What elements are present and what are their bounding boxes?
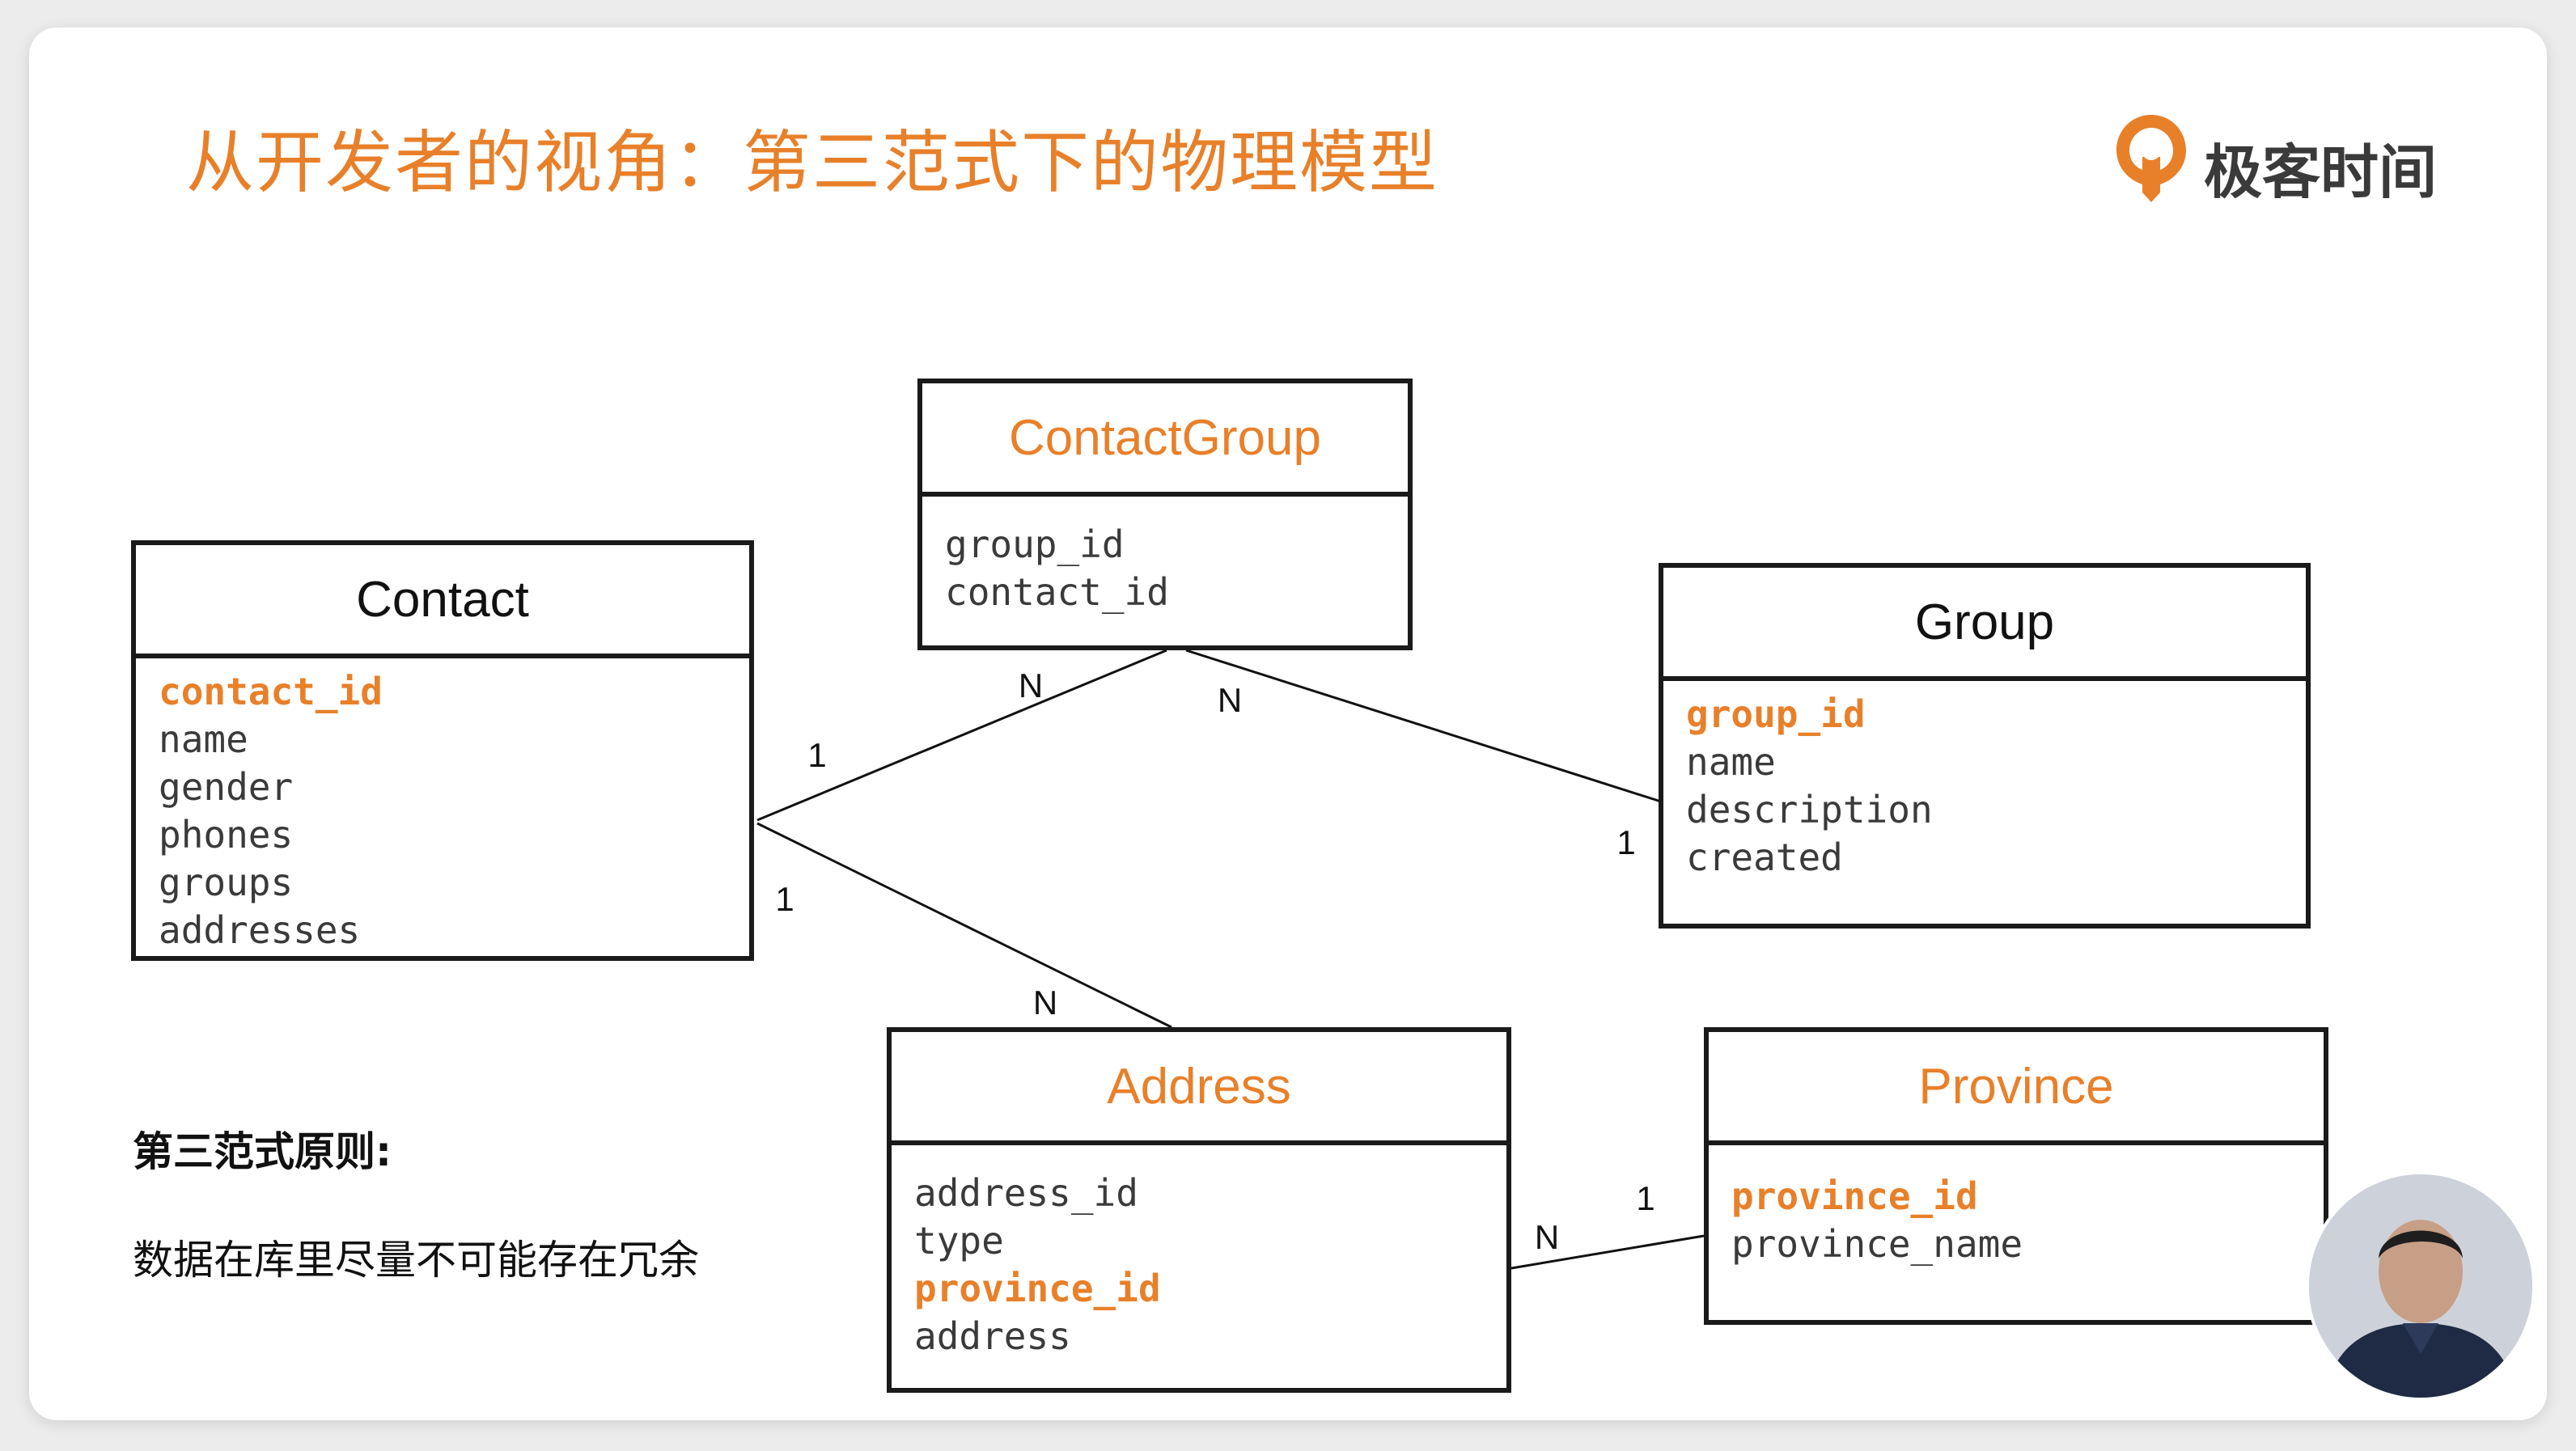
- geektime-logo-icon: [2116, 115, 2186, 202]
- field-address-id: address_id: [914, 1171, 1138, 1215]
- field-province-name: province_name: [1731, 1222, 2023, 1266]
- cardinality-contact-address-n: N: [1032, 984, 1058, 1022]
- entity-group: Group group_id name description created: [1659, 563, 2311, 929]
- relation-lines: [756, 649, 1705, 1270]
- field-group-id: group_id: [1686, 692, 1866, 736]
- field-gender: gender: [159, 765, 294, 809]
- principle-body: 数据在库里尽量不可能存在冗余: [133, 1237, 699, 1284]
- cardinality-contact-address-1: 1: [775, 880, 794, 918]
- field-phones: phones: [159, 813, 294, 857]
- field-province-id: province_id: [1731, 1174, 1978, 1218]
- entity-contact: Contact contact_id name gender phones gr…: [131, 540, 754, 961]
- page-title: 从开发者的视角：第三范式下的物理模型: [186, 123, 1439, 202]
- line-contact-address: [756, 822, 1172, 1029]
- entity-group-title: Group: [1663, 568, 2306, 681]
- entity-contact-fields: contact_id name gender phones groups add…: [136, 658, 749, 954]
- entity-contact-title: Contact: [136, 545, 749, 658]
- cardinality-contact-contactgroup-n: N: [1018, 666, 1044, 704]
- field-contact-id: contact_id: [159, 670, 383, 713]
- field-province-id: province_id: [914, 1267, 1161, 1310]
- principle-title: 第三范式原则:: [133, 1128, 392, 1175]
- entity-province: Province province_id province_name: [1704, 1027, 2328, 1325]
- field-type: type: [914, 1219, 1004, 1263]
- cardinality-contact-contactgroup-1: 1: [807, 736, 827, 774]
- field-contact-id: contact_id: [945, 570, 1169, 614]
- entity-province-fields: province_id province_name: [1709, 1145, 2324, 1268]
- field-name: name: [159, 717, 248, 761]
- field-name: name: [1686, 740, 1776, 784]
- line-contactgroup-group: [1185, 649, 1664, 804]
- entity-province-title: Province: [1709, 1032, 2324, 1145]
- entity-group-fields: group_id name description created: [1663, 681, 2306, 882]
- field-description: description: [1686, 788, 1933, 831]
- slide: 从开发者的视角：第三范式下的物理模型 极客时间 Contact contact_…: [29, 27, 2547, 1420]
- presenter-illustration: [2309, 1174, 2532, 1398]
- entity-address-fields: address_id type province_id address: [892, 1145, 1506, 1360]
- entity-contactgroup-fields: group_id contact_id: [922, 497, 1408, 616]
- presenter-avatar: [2306, 1171, 2536, 1401]
- entity-address: Address address_id type province_id addr…: [887, 1027, 1511, 1393]
- field-groups: groups: [159, 861, 294, 904]
- line-address-province: [1510, 1234, 1705, 1270]
- line-contact-contactgroup: [756, 649, 1167, 822]
- field-addresses: addresses: [159, 908, 361, 952]
- field-created: created: [1686, 835, 1843, 879]
- entity-contactgroup-title: ContactGroup: [922, 383, 1408, 497]
- cardinality-province-address-n: N: [1534, 1218, 1560, 1256]
- field-group-id: group_id: [945, 522, 1125, 566]
- field-address: address: [914, 1314, 1071, 1358]
- cardinality-group-contactgroup-n: N: [1217, 681, 1243, 719]
- cardinality-province-address-1: 1: [1636, 1179, 1655, 1217]
- logo-text: 极客时间: [2204, 138, 2438, 206]
- entity-contactgroup: ContactGroup group_id contact_id: [917, 379, 1413, 650]
- cardinality-group-contactgroup-1: 1: [1616, 823, 1636, 861]
- entity-address-title: Address: [892, 1032, 1506, 1145]
